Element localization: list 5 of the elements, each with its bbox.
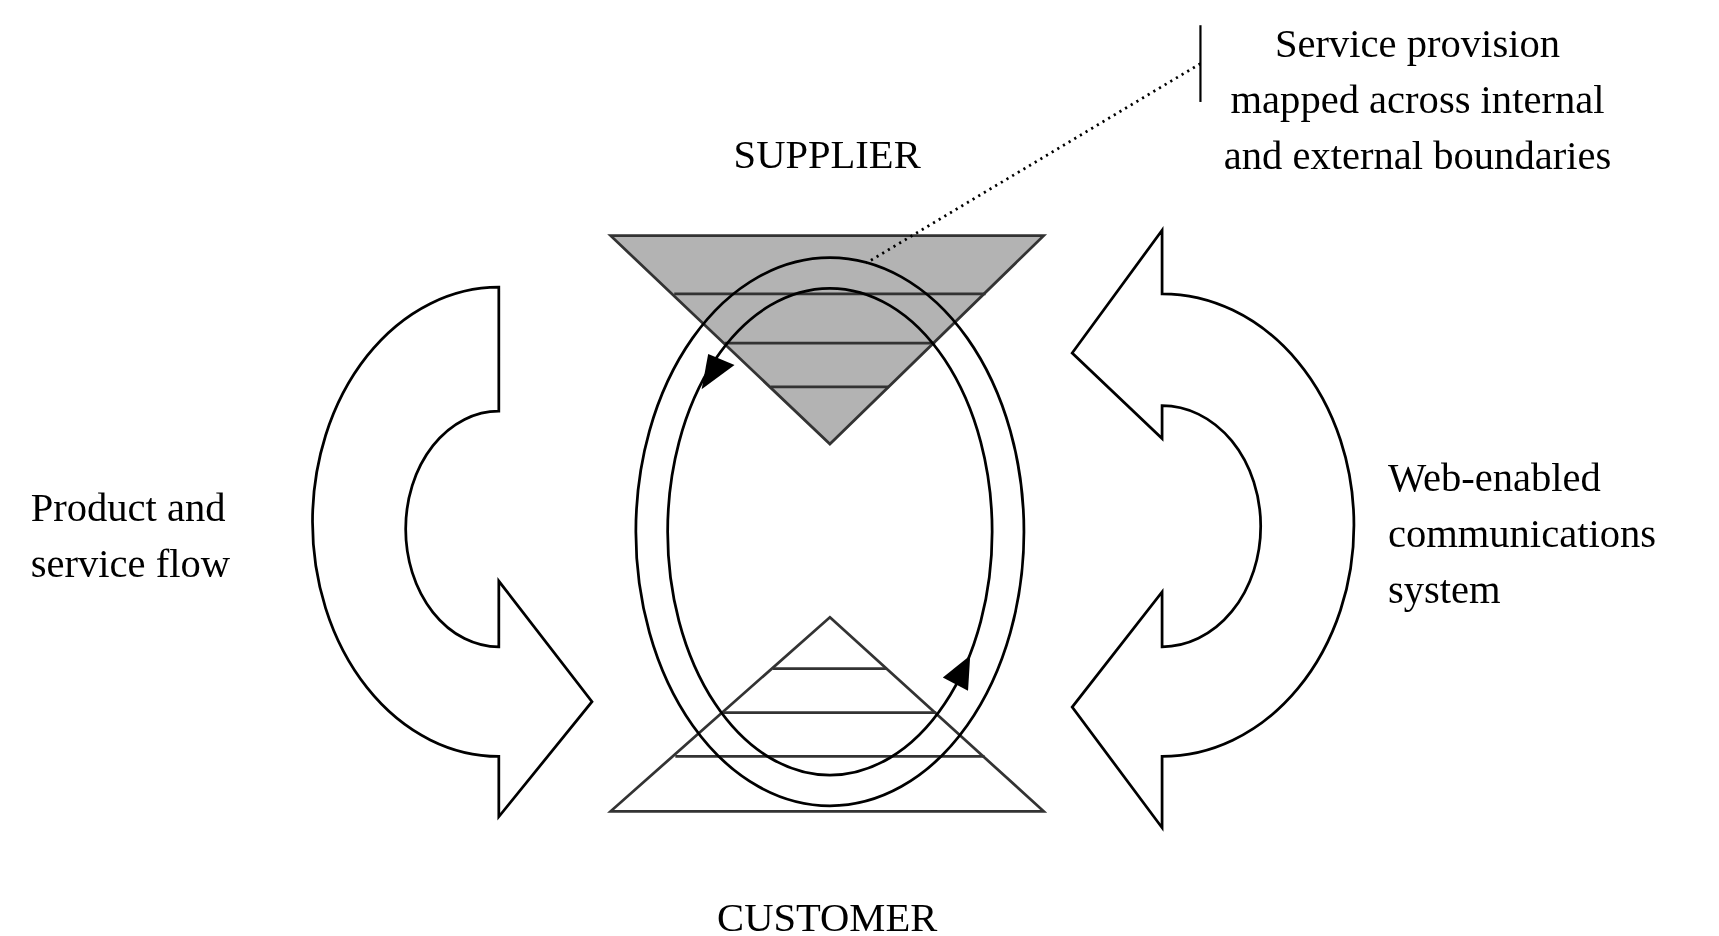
flow-caption: Product and service flow	[30, 483, 232, 588]
flow-caption: Web-enabled communications system	[1387, 453, 1658, 614]
callout-text: Service provision mapped across internal and external boundaries	[1222, 19, 1613, 180]
customer-label: CUSTOMER	[717, 893, 938, 936]
supplier-label: SUPPLIER	[733, 130, 921, 179]
